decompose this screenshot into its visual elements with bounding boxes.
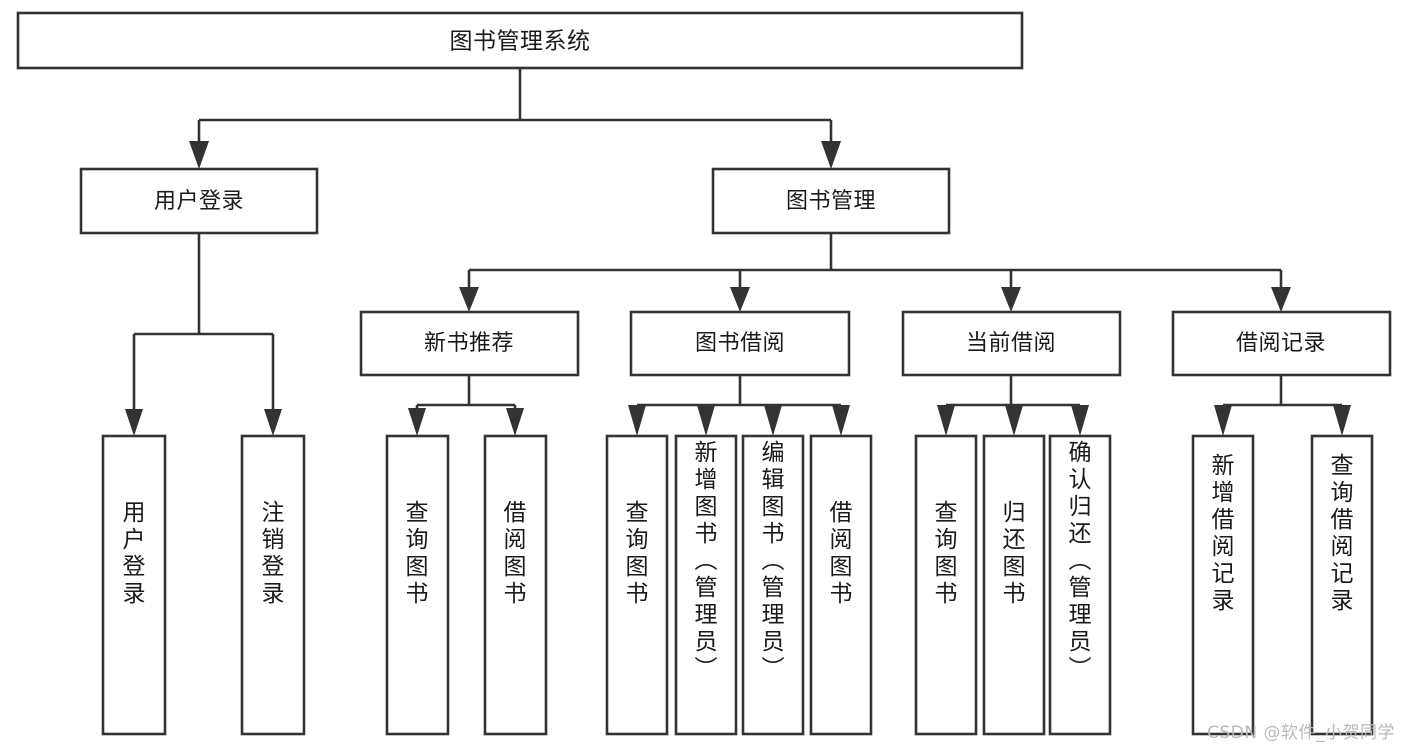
leaf-user-login-label: 用户登录 (123, 500, 146, 607)
leaf-node-query-book-1[interactable]: 查询图书 (385, 434, 450, 736)
leaf-node-borrow-book-2[interactable]: 借阅图书 (809, 434, 873, 736)
arrow-leaf-user-login (125, 409, 143, 436)
leaf-node-borrow-book-1[interactable]: 借阅图书 (483, 434, 548, 736)
arrow-leaf-return-book (1005, 405, 1023, 436)
leaf-user-logout-label: 注销登录 (262, 500, 285, 607)
csdn-watermark: CSDN @软件_小贺同学 (1207, 723, 1395, 743)
arrow-leaf-query-record (1333, 405, 1351, 436)
leaf-node-add-book[interactable]: 新增图书︵管理员︶ (674, 434, 738, 736)
arrow-to-new-book-recommend (459, 287, 479, 312)
leaf-return-book-box[interactable] (982, 434, 1046, 736)
leaf-node-query-book-2[interactable]: 查询图书 (605, 434, 669, 736)
node-new-book-recommend-label: 新书推荐 (424, 331, 514, 356)
node-borrow-record[interactable]: 借阅记录 (1171, 310, 1392, 377)
leaf-node-query-book-3[interactable]: 查询图书 (914, 434, 978, 736)
leaf-add-record-box[interactable] (1191, 434, 1255, 736)
arrow-leaf-user-logout (264, 409, 282, 436)
arrow-leaf-borrow-book-2 (832, 405, 850, 436)
node-book-manage-label: 图书管理 (786, 189, 876, 214)
leaf-node-return-book[interactable]: 归还图书 (982, 434, 1046, 736)
node-user-login-box[interactable] (79, 167, 319, 235)
node-new-book-recommend-box[interactable] (359, 310, 580, 377)
leaf-query-book-1-label: 查询图书 (406, 500, 429, 607)
connector-layer (125, 68, 1351, 436)
leaf-add-book-box[interactable] (674, 434, 738, 736)
leaf-node-user-login[interactable]: 用户登录 (101, 434, 167, 736)
node-current-borrow[interactable]: 当前借阅 (901, 310, 1122, 377)
leaf-user-logout-box[interactable] (240, 434, 306, 736)
leaf-query-book-2-label: 查询图书 (626, 500, 649, 607)
arrow-leaf-edit-book (764, 405, 782, 436)
arrow-leaf-add-record (1214, 405, 1232, 436)
node-root-label: 图书管理系统 (450, 29, 591, 55)
arrow-to-borrow-record (1271, 287, 1291, 312)
node-book-manage[interactable]: 图书管理 (711, 167, 951, 235)
leaf-confirm-return-label: 确认归还︵管理员︶ (1069, 440, 1092, 682)
arrow-to-book-manage (821, 141, 841, 169)
arrow-leaf-query-book-1 (408, 408, 426, 436)
arrow-leaf-query-book-2 (628, 405, 646, 436)
arrow-to-current-borrow (1001, 287, 1021, 312)
leaf-borrow-book-1-label: 借阅图书 (504, 500, 527, 607)
leaf-add-record-label: 新增借阅记录 (1212, 453, 1235, 614)
leaf-node-add-record[interactable]: 新增借阅记录 (1191, 434, 1255, 736)
leaf-return-book-label: 归还图书 (1003, 500, 1026, 607)
node-borrow-record-label: 借阅记录 (1236, 331, 1326, 356)
arrow-leaf-add-book (697, 405, 715, 436)
leaf-confirm-return-box[interactable] (1048, 434, 1112, 736)
node-root-box[interactable] (16, 11, 1024, 70)
node-user-login-label: 用户登录 (154, 189, 244, 214)
arrow-leaf-query-book-3 (937, 405, 955, 436)
leaf-query-record-label: 查询借阅记录 (1331, 453, 1354, 614)
leaf-borrow-book-2-box[interactable] (809, 434, 873, 736)
node-current-borrow-label: 当前借阅 (966, 331, 1056, 356)
leaf-node-query-record[interactable]: 查询借阅记录 (1310, 434, 1374, 736)
leaf-add-book-label: 新增图书︵管理员︶ (695, 440, 718, 682)
node-book-borrow-box[interactable] (629, 310, 851, 377)
leaf-node-confirm-return[interactable]: 确认归还︵管理员︶ (1048, 434, 1112, 736)
node-new-book-recommend[interactable]: 新书推荐 (359, 310, 580, 377)
leaf-query-book-2-box[interactable] (605, 434, 669, 736)
arrow-leaf-confirm-return (1071, 405, 1089, 436)
node-borrow-record-box[interactable] (1171, 310, 1392, 377)
node-root[interactable]: 图书管理系统 (16, 11, 1024, 70)
arrow-to-user-login (189, 141, 209, 169)
node-book-borrow-label: 图书借阅 (695, 331, 785, 356)
leaf-borrow-book-1-box[interactable] (483, 434, 548, 736)
node-book-borrow[interactable]: 图书借阅 (629, 310, 851, 377)
leaf-query-record-box[interactable] (1310, 434, 1374, 736)
leaf-nodes-layer: 用户登录 注销登录 查询图书 借阅图书 查询图书 新增图书︵管理员︶ (101, 434, 1374, 736)
leaf-query-book-3-box[interactable] (914, 434, 978, 736)
leaf-query-book-1-box[interactable] (385, 434, 450, 736)
leaf-node-user-logout[interactable]: 注销登录 (240, 434, 306, 736)
node-user-login[interactable]: 用户登录 (79, 167, 319, 235)
leaf-edit-book-label: 编辑图书︵管理员︶ (762, 440, 785, 682)
leaf-user-login-box[interactable] (101, 434, 167, 736)
arrow-leaf-borrow-book-1 (506, 408, 524, 436)
arrow-to-book-borrow (730, 287, 750, 312)
leaf-query-book-3-label: 查询图书 (935, 500, 958, 607)
leaf-borrow-book-2-label: 借阅图书 (830, 500, 853, 607)
node-book-manage-box[interactable] (711, 167, 951, 235)
leaf-node-edit-book[interactable]: 编辑图书︵管理员︶ (741, 434, 805, 736)
leaf-edit-book-box[interactable] (741, 434, 805, 736)
node-current-borrow-box[interactable] (901, 310, 1122, 377)
